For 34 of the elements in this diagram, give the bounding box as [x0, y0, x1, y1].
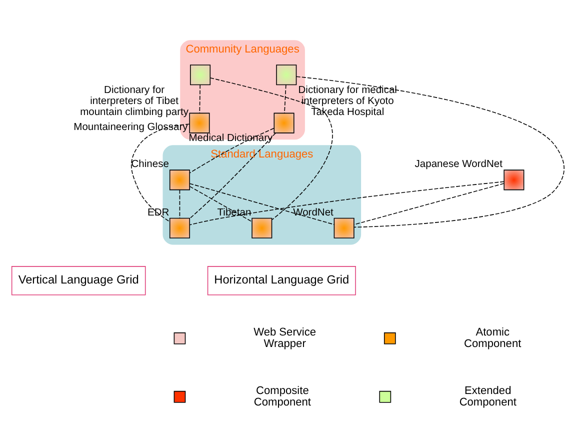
node-box — [169, 217, 190, 238]
node-box — [276, 64, 297, 85]
connector — [189, 180, 504, 225]
connector — [284, 84, 286, 113]
node-label: Dictionary for medical interpreters of Kyoto Takeda Hospital — [298, 84, 397, 118]
node-box — [504, 169, 524, 190]
node-box — [334, 217, 354, 238]
node-label: WordNet — [293, 206, 334, 218]
node-box — [189, 112, 210, 133]
node-box — [169, 169, 190, 190]
node-box — [252, 217, 272, 238]
connector — [189, 132, 276, 218]
connector — [189, 182, 335, 224]
node-label: EDR — [148, 206, 170, 218]
node-label: Dictionary for interpreters of Tibet mountain climbing party — [80, 84, 189, 118]
legend-label: Extended Component — [459, 384, 516, 408]
legend-label: Web Service Wrapper — [254, 326, 316, 350]
node-label: Tibetan — [217, 206, 252, 218]
connector — [296, 76, 564, 228]
connector — [179, 189, 180, 218]
node-box — [274, 112, 294, 133]
node-box — [190, 64, 211, 85]
connector — [189, 127, 274, 173]
node-box: Horizontal Language Grid — [207, 266, 356, 295]
node-label: Chinese — [131, 158, 169, 170]
legend-label: Composite Component — [254, 384, 312, 408]
connector — [210, 77, 333, 220]
connector — [131, 123, 190, 222]
connector — [199, 84, 201, 113]
node-label: Japanese WordNet — [414, 158, 502, 170]
legend-label: Atomic Component — [464, 326, 522, 350]
connector — [189, 186, 252, 222]
node-box: Vertical Language Grid — [11, 266, 146, 295]
connector — [354, 182, 504, 224]
